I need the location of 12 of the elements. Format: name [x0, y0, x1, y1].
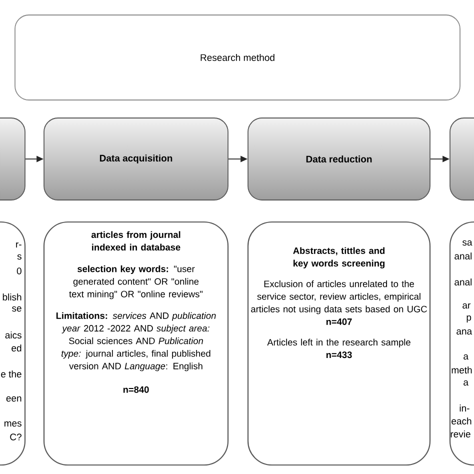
text-card: r- s 0 blish se aics ed e the een mes C? — [0, 221, 26, 466]
arrow — [430, 156, 450, 162]
step-box: Data acquisition — [44, 118, 228, 200]
step-box — [450, 118, 474, 200]
arrow — [25, 156, 44, 162]
arrow — [228, 156, 248, 162]
text-card: Abstracts, tittles and key words screening Exclusion of articles unrelated to the service sector, review articles, empirical articles not using data sets based on UGC n=407 Articles left in the research sample n=433 — [247, 221, 431, 466]
text-card: articles from journal indexed in database selection key words: "user generated content" OR "online text mining" OR "online reviews" Limitations: services AND publication year 2012 -2022 AND subject area: Social sciences AND Publication type: journal articles, final published version AND Language: English n=840 — [43, 221, 229, 466]
step-box — [0, 118, 26, 200]
heading-box: Research method — [14, 14, 460, 100]
text-card: sa anal anal ar p ana a meth a in- each revie — [449, 221, 474, 466]
step-box: Data reduction — [248, 118, 430, 200]
